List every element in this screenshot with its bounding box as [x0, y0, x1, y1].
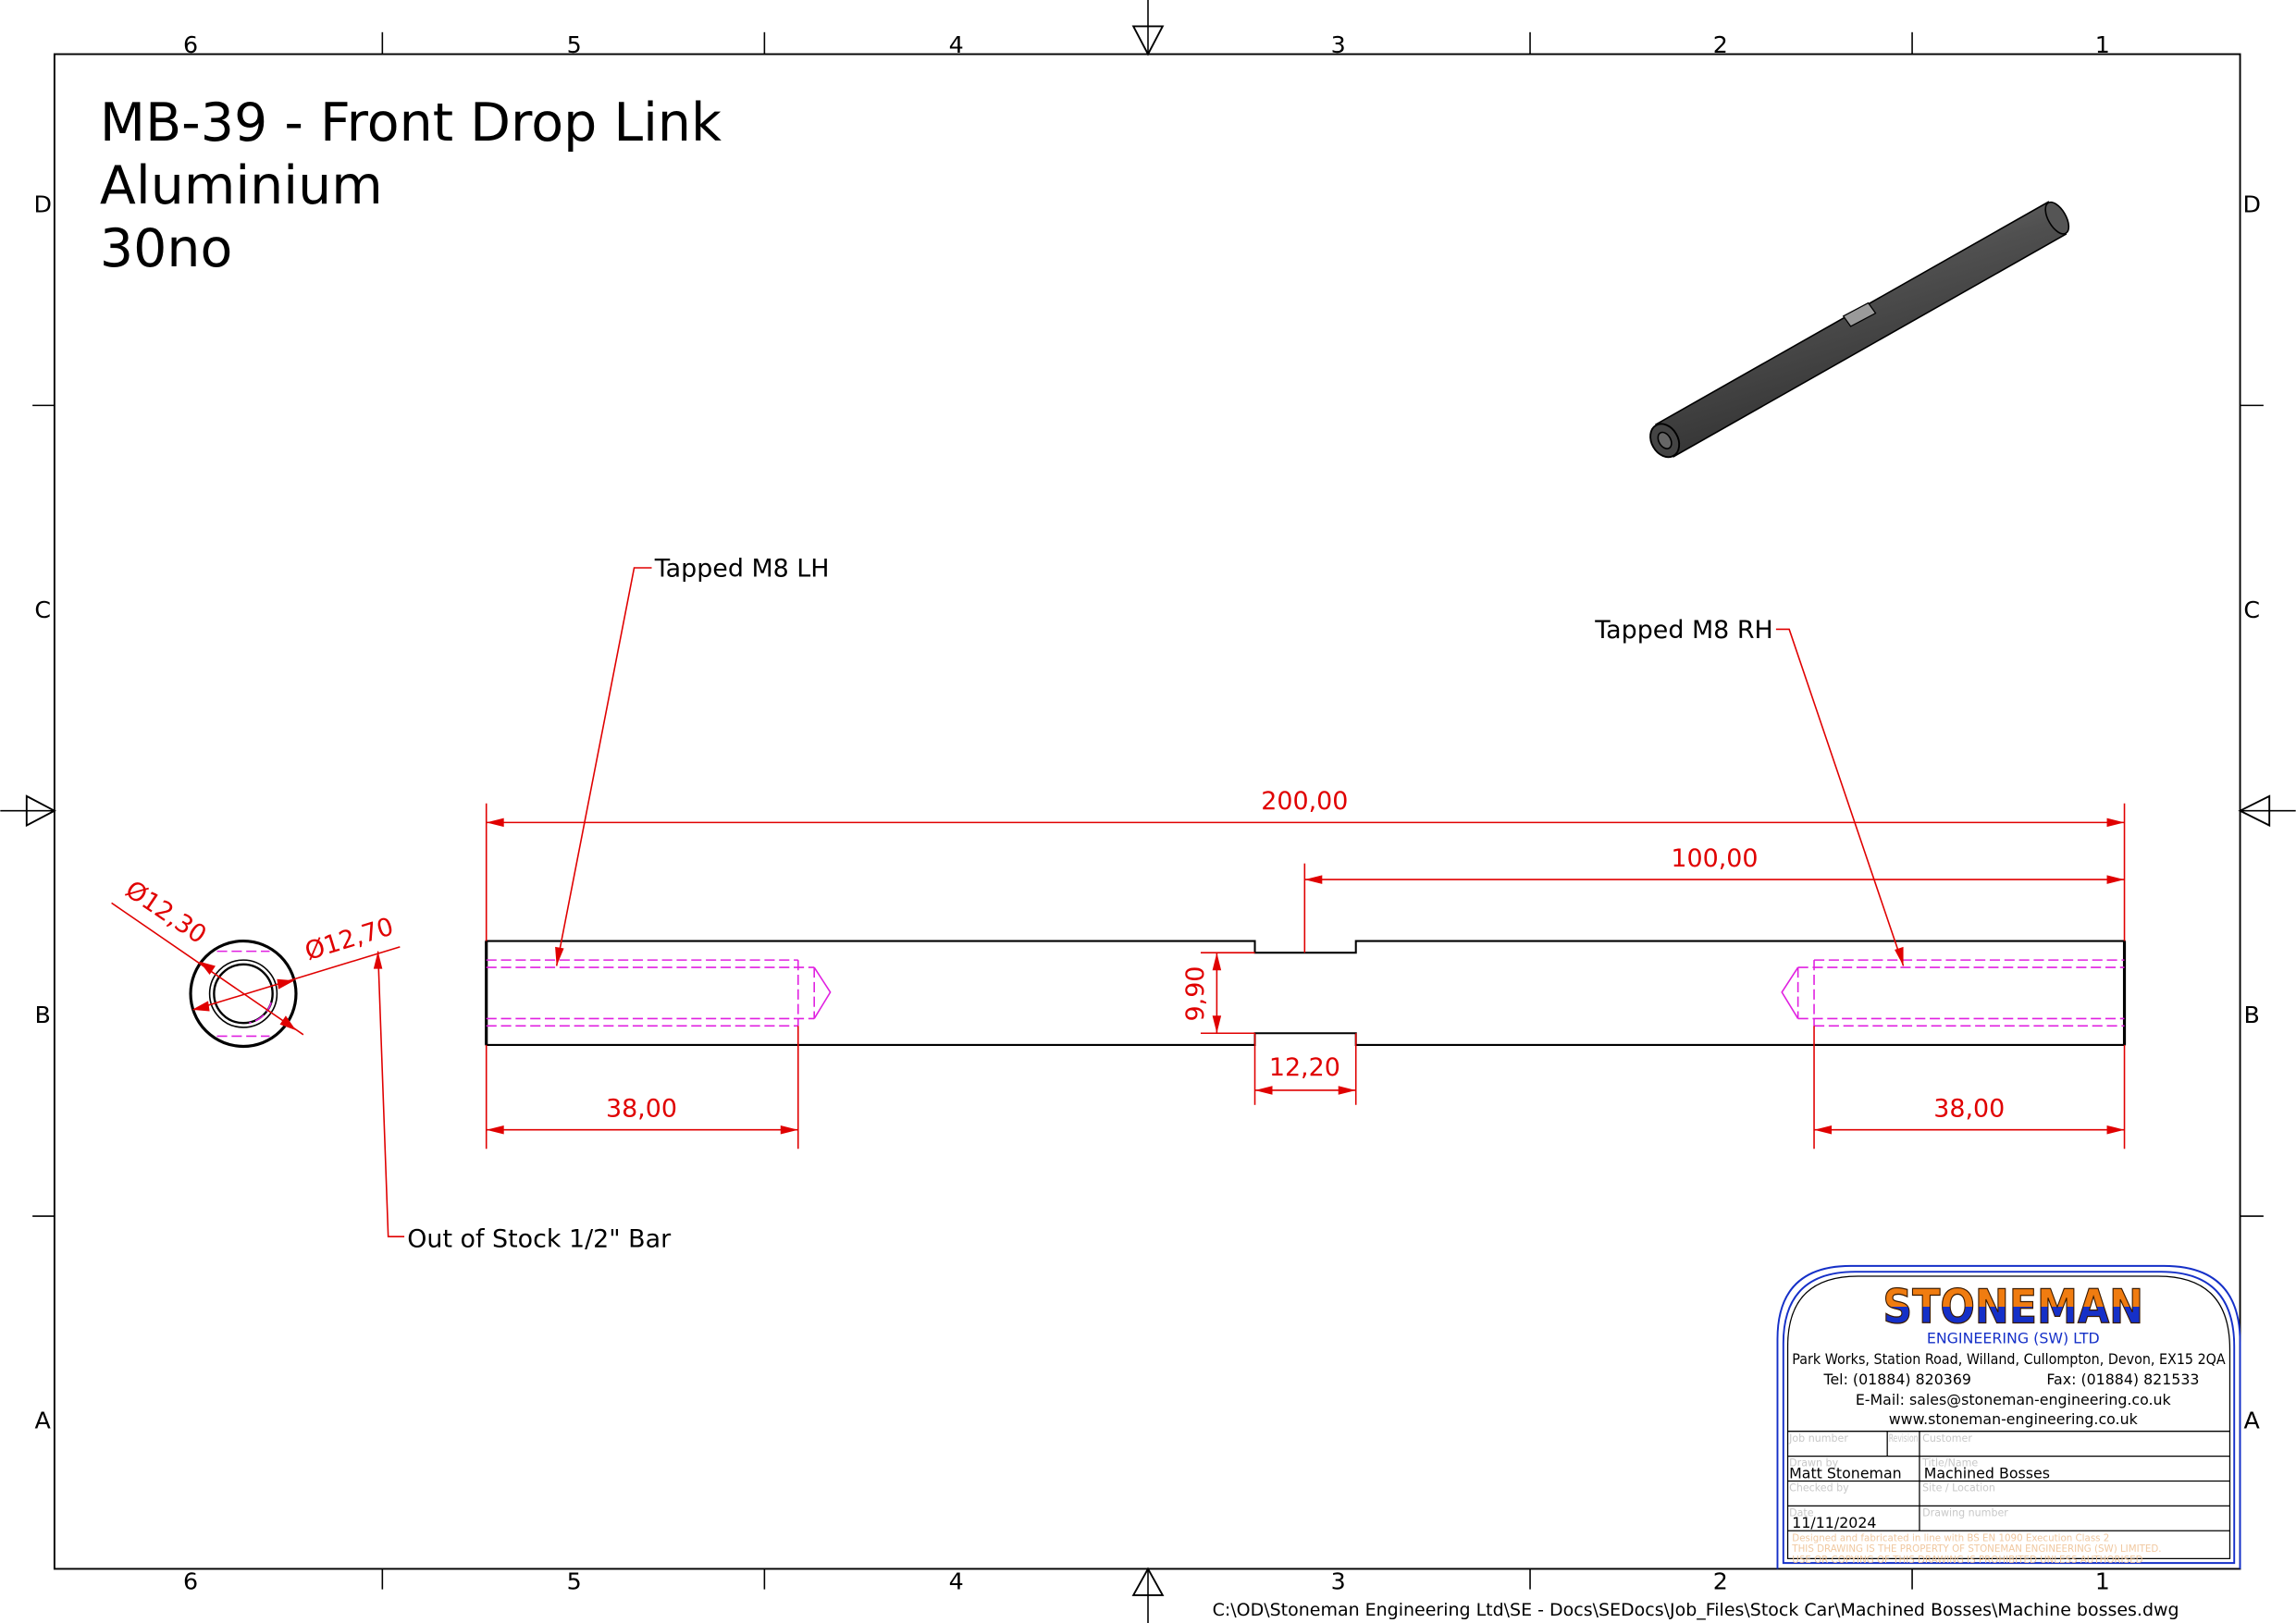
- company-name: ENGINEERING (SW) LTD: [1927, 1330, 2100, 1347]
- left-tapped-hole: [486, 959, 832, 1027]
- svg-text:A: A: [2244, 1407, 2261, 1434]
- neck-width-dim: 12,20: [1269, 1053, 1340, 1082]
- svg-text:A: A: [35, 1407, 52, 1434]
- half-length-dim: 100,00: [1671, 844, 1758, 873]
- outer-diameter-label: Ø12,70: [302, 913, 397, 966]
- svg-text:2: 2: [1713, 31, 1728, 58]
- company-email: E-Mail: sales@stoneman-engineering.co.uk: [1856, 1391, 2172, 1408]
- svg-text:5: 5: [567, 31, 582, 58]
- date-value: 11/11/2024: [1792, 1514, 1876, 1531]
- svg-text:Date: Date: [1789, 1506, 1814, 1518]
- column-labels-top: 6 5 4 3 2 1: [183, 31, 2110, 58]
- svg-text:6: 6: [183, 1568, 198, 1595]
- svg-text:6: 6: [183, 31, 198, 58]
- company-website: www.stoneman-engineering.co.uk: [1889, 1410, 2139, 1428]
- svg-text:Revision: Revision: [1889, 1432, 1919, 1445]
- svg-text:4: 4: [949, 1568, 964, 1595]
- svg-text:Checked by: Checked by: [1789, 1482, 1849, 1494]
- file-path: C:\OD\Stoneman Engineering Ltd\SE - Docs…: [1213, 1600, 2179, 1620]
- svg-text:1: 1: [2095, 31, 2110, 58]
- left-tap-note: Tapped M8 LH: [654, 555, 830, 584]
- column-labels-bottom: 6 5 4 3 2 1: [183, 1568, 2110, 1595]
- svg-text:4: 4: [949, 31, 964, 58]
- svg-text:Job number: Job number: [1788, 1432, 1848, 1445]
- svg-text:Title/Name: Title/Name: [1921, 1457, 1978, 1469]
- svg-text:5: 5: [567, 1568, 582, 1595]
- company-address: Park Works, Station Road, Willand, Cullo…: [1792, 1350, 2226, 1368]
- part-title: MB-39 - Front Drop Link: [100, 92, 722, 154]
- side-view: [485, 940, 2127, 1046]
- neck-diameter-dim: 9,90: [1181, 966, 1210, 1022]
- svg-text:2: 2: [1713, 1568, 1728, 1595]
- right-tap-note: Tapped M8 RH: [1594, 616, 1773, 645]
- svg-text:USE OR COPYING OF THIS DRAWING: USE OR COPYING OF THIS DRAWING IS PROHIB…: [1792, 1555, 2142, 1566]
- material: Aluminium: [100, 155, 383, 216]
- svg-text:C: C: [34, 596, 51, 623]
- svg-text:3: 3: [1331, 31, 1346, 58]
- dimensions: 200,00 100,00 38,00 38,00 9,90 12,20 Tap…: [485, 555, 2126, 1150]
- title-name-value: Machined Bosses: [1924, 1464, 2050, 1482]
- svg-text:THIS DRAWING IS THE PROPERTY O: THIS DRAWING IS THE PROPERTY OF STONEMAN…: [1791, 1543, 2161, 1555]
- company-fax: Fax: (01884) 821533: [2046, 1371, 2199, 1388]
- right-tap-depth-dim: 38,00: [1933, 1094, 2005, 1123]
- svg-text:B: B: [35, 1001, 51, 1028]
- drawn-by-value: Matt Stoneman: [1789, 1464, 1902, 1482]
- svg-text:D: D: [33, 190, 52, 217]
- svg-text:B: B: [2244, 1001, 2260, 1028]
- stoneman-logo: STONEMAN: [1882, 1280, 2143, 1334]
- svg-text:3: 3: [1331, 1568, 1346, 1595]
- svg-text:D: D: [2242, 190, 2261, 217]
- title-block: STONEMAN ENGINEERING (SW) LTD Park Works…: [1776, 1264, 2241, 1569]
- svg-text:C: C: [2243, 596, 2260, 623]
- overall-length-dim: 200,00: [1261, 787, 1348, 816]
- svg-text:Designed and fabricated in lin: Designed and fabricated in line with BS …: [1792, 1532, 2109, 1543]
- right-tapped-hole: [1781, 959, 2125, 1027]
- svg-text:Drawn by: Drawn by: [1789, 1457, 1838, 1469]
- row-labels: D C B A D C B A: [33, 190, 2261, 1433]
- svg-text:Site / Location: Site / Location: [1922, 1482, 1995, 1494]
- company-tel: Tel: (01884) 820369: [1823, 1371, 1971, 1388]
- inner-diameter-label: Ø12,30: [120, 875, 212, 950]
- isometric-view: [1649, 201, 2070, 459]
- svg-text:1: 1: [2095, 1568, 2110, 1595]
- svg-text:Drawing number: Drawing number: [1922, 1506, 2008, 1518]
- svg-text:Customer: Customer: [1922, 1432, 1972, 1445]
- stock-note: Out of Stock 1/2" Bar: [407, 1224, 672, 1253]
- left-tap-depth-dim: 38,00: [606, 1094, 677, 1123]
- quantity: 30no: [100, 218, 232, 279]
- end-view: Ø12,30 Ø12,70 Out of Stock 1/2" Bar: [111, 875, 672, 1253]
